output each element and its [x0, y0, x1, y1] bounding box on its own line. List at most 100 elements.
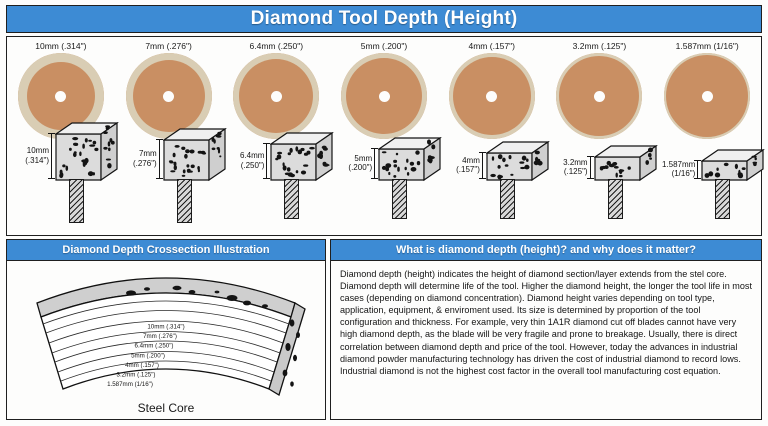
explanation-header-label: What is diamond depth (height)? and why …	[395, 244, 697, 256]
crossection-layer-labels: 10mm (.314")7mm (.276")6.4mm (.250")5mm …	[107, 324, 185, 389]
crossection-layer-label: 1.587mm (1/16")	[107, 381, 153, 388]
block-front-face	[163, 139, 210, 181]
diamond-segment-block	[270, 132, 335, 182]
depth-column-title: 3.2mm (.125")	[572, 41, 627, 51]
depth-column-title: 5mm (.200")	[360, 41, 408, 51]
dimension-leader-line	[263, 143, 271, 179]
blade-disc-wrap	[222, 53, 330, 139]
bottom-sections: Diamond Depth Crossection Illustration	[6, 239, 762, 420]
blade-disc	[125, 53, 212, 139]
page-title-bar: Diamond Tool Depth (Height)	[6, 5, 762, 33]
blade-disc-wrap	[653, 53, 761, 139]
block-side-speckles	[533, 150, 543, 166]
segment-dimension-label: 7mm(.276")	[117, 149, 157, 168]
depth-column: 5mm (.200") 5mm(.200")	[330, 37, 443, 235]
depth-column: 4mm (.157")4mm(.157")	[438, 37, 550, 235]
layer-dividers	[42, 300, 290, 382]
depth-column-title: 7mm (.276")	[145, 41, 192, 51]
blade-disc-wrap	[438, 53, 546, 139]
block-diamond-speckles	[599, 160, 631, 178]
depth-column: 1.587mm (1/16") 1.587mm(1/16")	[653, 37, 766, 235]
blade-arbor-hole	[486, 90, 498, 102]
steel-core-shank	[607, 179, 623, 219]
diamond-segment-block	[701, 149, 766, 182]
block-side-face	[100, 122, 118, 182]
segment-diagram: 6.4mm(.250")	[222, 125, 335, 235]
segment-dimension-mm: 10mm	[26, 146, 49, 155]
depth-column-title: 1.587mm (1/16")	[675, 41, 739, 51]
blade-arbor-hole	[593, 90, 605, 102]
steel-core-shank	[392, 179, 408, 219]
crossection-header-label: Diamond Depth Crossection Illustration	[62, 244, 270, 256]
depth-column: 7mm (.276") 7mm(.276")	[115, 37, 227, 235]
crossection-layer-label: 4mm (.157")	[125, 362, 159, 369]
blade-disc-wrap	[115, 53, 223, 139]
dimension-leader-line	[48, 133, 55, 179]
diamond-segment-block	[162, 128, 227, 182]
steel-core-shank	[715, 179, 731, 219]
blade-arbor-hole	[378, 90, 390, 102]
dimension-leader-line	[371, 148, 379, 179]
segment-dimension-label: 3.2mm(.125")	[548, 157, 588, 177]
blade-disc-wrap	[546, 53, 654, 139]
segment-dimension-inch: (.276")	[132, 158, 157, 168]
block-diamond-speckles	[275, 146, 316, 178]
segment-dimension-inch: (.314")	[25, 155, 49, 165]
steel-core-shank	[499, 179, 515, 219]
blade-disc	[664, 53, 751, 139]
crossection-section: Diamond Depth Crossection Illustration	[6, 239, 326, 420]
diamond-segment-block	[593, 145, 658, 182]
segment-diagram: 1.587mm(1/16")	[653, 125, 766, 235]
steel-core-shank	[176, 179, 192, 223]
crossection-body: 10mm (.314")7mm (.276")6.4mm (.250")5mm …	[6, 261, 326, 420]
block-side-speckles	[103, 125, 115, 169]
blade-arbor-hole	[701, 90, 713, 102]
segment-dimension-mm: 5mm	[354, 153, 373, 163]
segment-diagram: 3.2mm(.125")	[546, 125, 658, 235]
explanation-body: Diamond depth (height) indicates the hei…	[330, 261, 762, 420]
segment-dimension-label: 5mm(.200")	[332, 154, 372, 173]
blade-disc	[233, 53, 320, 139]
blade-arbor-hole	[55, 90, 67, 102]
steel-core-shank	[284, 179, 300, 219]
block-diamond-speckles	[382, 150, 421, 178]
depth-column: 6.4mm (.250") 6.4mm(.250")	[222, 37, 335, 235]
diamond-speckles-side	[282, 319, 300, 387]
segment-dimension-label: 1.587mm(1/16")	[655, 160, 695, 179]
depth-column-title: 4mm (.157")	[468, 41, 515, 51]
segment-dimension-inch: (1/16")	[671, 169, 696, 178]
segment-dimension-mm: 4mm	[462, 155, 480, 165]
blade-disc	[556, 53, 643, 139]
crossection-layer-label: 3.2mm (.125")	[117, 372, 156, 379]
explanation-header: What is diamond depth (height)? and why …	[330, 239, 762, 261]
blade-arbor-hole	[270, 90, 282, 102]
crossection-layer-label: 5mm (.200")	[131, 353, 165, 360]
blade-disc-wrap	[7, 53, 115, 139]
diamond-speckles-top	[126, 285, 268, 308]
segment-dimension-mm: 3.2mm	[563, 157, 588, 167]
crossection-layer-label: 6.4mm (.250")	[135, 343, 174, 350]
block-diamond-speckles	[490, 154, 530, 180]
block-side-face	[315, 132, 334, 182]
segment-dimension-label: 4mm(.157")	[440, 156, 480, 175]
dimension-leader-line	[155, 139, 163, 179]
blade-arbor-hole	[163, 90, 175, 102]
block-diamond-speckles	[168, 145, 206, 177]
crossection-header: Diamond Depth Crossection Illustration	[6, 239, 326, 261]
segment-diagram: 4mm(.157")	[438, 125, 550, 235]
steel-core-label: Steel Core	[137, 401, 195, 415]
block-side-speckles	[644, 147, 653, 165]
crossection-layer-label: 10mm (.314")	[147, 324, 184, 331]
segment-diagram: 7mm(.276")	[115, 125, 227, 235]
block-side-speckles	[751, 155, 758, 167]
blade-disc	[17, 53, 104, 139]
segment-dimension-inch: (.157")	[456, 165, 480, 174]
block-diamond-speckles	[704, 162, 747, 179]
blade-disc	[448, 53, 535, 139]
depth-column-title: 6.4mm (.250")	[249, 41, 304, 51]
blade-disc-wrap	[330, 53, 438, 139]
explanation-section: What is diamond depth (height)? and why …	[330, 239, 762, 420]
depth-column: 10mm (.314")10mm(.314")	[7, 37, 119, 235]
diamond-segment-block	[485, 141, 550, 182]
